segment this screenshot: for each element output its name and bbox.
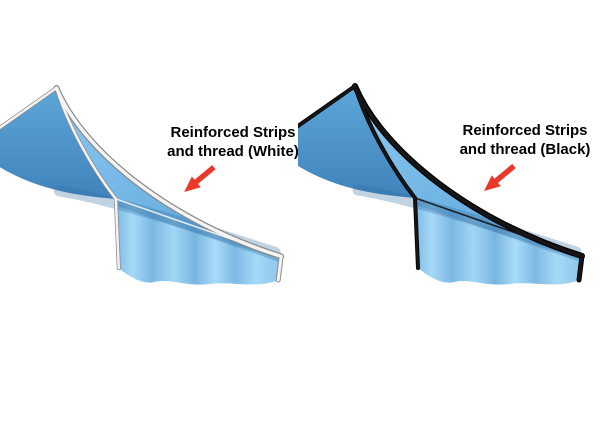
arrow-shaft [194,165,216,185]
annotation-label-white-line1: Reinforced Strips [170,124,296,141]
roof-left-panel [0,88,116,199]
trim-valance-right-edge [276,254,283,282]
roof-main-panel [56,88,282,257]
annotation-label-black-line2: and thread (Black) [459,140,591,158]
valance-panel [115,198,282,285]
annotation-label-black: Reinforced Strips and thread (Black) [440,122,600,160]
arrow-head [184,176,201,192]
arrow-shaft [494,163,516,184]
canopy-illustration-black [298,83,585,285]
arrow-head [484,175,501,191]
trim-valance-right-edge [577,254,584,282]
trim-eave-line [115,198,282,258]
annotation-label-white-line2: and thread (White) [167,142,299,160]
annotation-label-white: Reinforced Strips and thread (White) [148,124,318,162]
trim-valance-left-edge [413,196,420,270]
red-arrow-icon [184,165,216,192]
trim-left-edge [298,84,357,128]
canopy-illustration-white [0,85,285,285]
trim-left-edge [0,86,58,129]
roof-main-panel [355,86,582,256]
trim-seam [353,84,417,200]
red-arrow-icon [484,163,516,191]
trim-valance-left-edge [114,197,121,270]
trim-eave-line [414,197,583,257]
roof-left-panel [298,86,415,198]
trim-seam [55,86,118,201]
valance-panel [415,198,582,285]
annotation-label-black-line1: Reinforced Strips [462,122,588,139]
